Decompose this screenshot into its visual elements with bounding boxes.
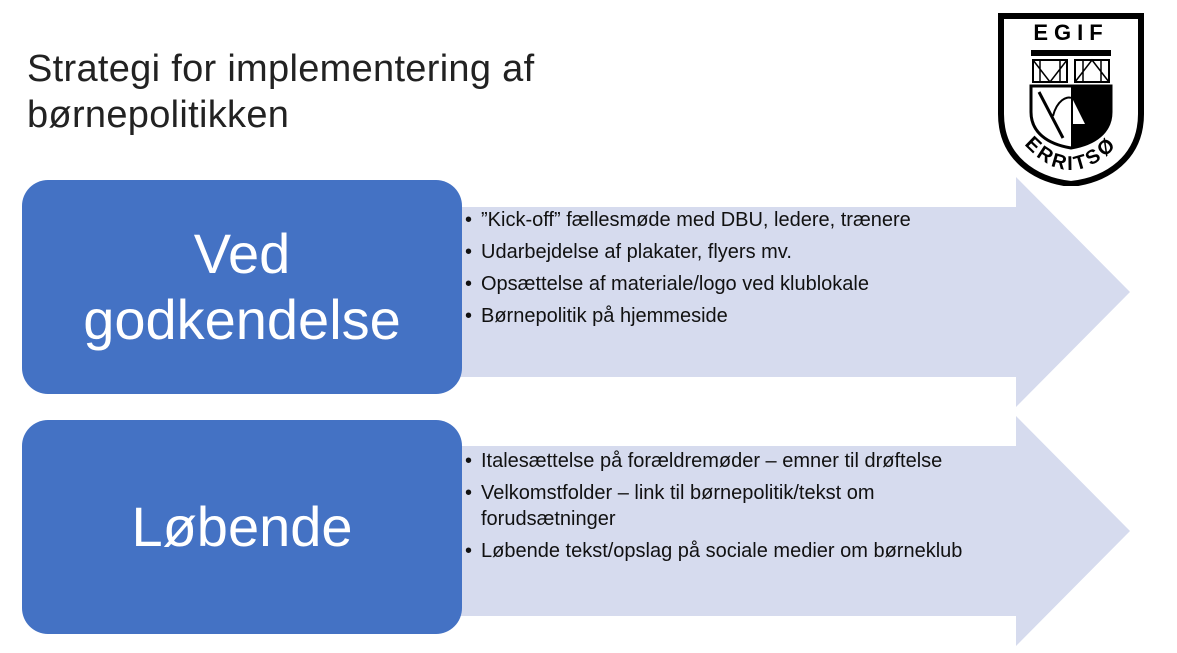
- stage-label-approval: Ved godkendelse: [73, 221, 411, 353]
- list-item: Løbende tekst/opslag på sociale medier o…: [465, 538, 1045, 564]
- logo-top-text: EGIF: [1033, 20, 1108, 45]
- stage-label-ongoing: Løbende: [131, 495, 353, 558]
- list-item: Børnepolitik på hjemmeside: [465, 303, 1025, 329]
- stage-label-approval-line-2: godkendelse: [83, 288, 401, 351]
- list-item: Udarbejdelse af plakater, flyers mv.: [465, 239, 1025, 265]
- list-item: Velkomstfolder – link til børnepolitik/t…: [465, 480, 1001, 532]
- stage-label-approval-line-1: Ved: [193, 222, 291, 285]
- slide-title: Strategi for implementering af børnepoli…: [27, 46, 534, 138]
- slide-title-line-1: Strategi for implementering af: [27, 48, 535, 90]
- list-item: ”Kick-off” fællesmøde med DBU, ledere, t…: [465, 207, 1025, 233]
- approval-bullet-list: ”Kick-off” fællesmøde med DBU, ledere, t…: [465, 207, 1025, 335]
- slide-title-line-2: børnepolitikken: [27, 94, 290, 136]
- list-item: Italesættelse på forældremøder – emner t…: [465, 448, 1045, 474]
- stage-box-approval: Ved godkendelse: [22, 180, 462, 394]
- list-item: Opsættelse af materiale/logo ved klublok…: [465, 271, 1025, 297]
- ongoing-bullet-list: Italesættelse på forældremøder – emner t…: [465, 448, 1045, 570]
- club-logo: EGIF ERRITSØ: [998, 13, 1144, 186]
- stage-box-ongoing: Løbende: [22, 420, 462, 634]
